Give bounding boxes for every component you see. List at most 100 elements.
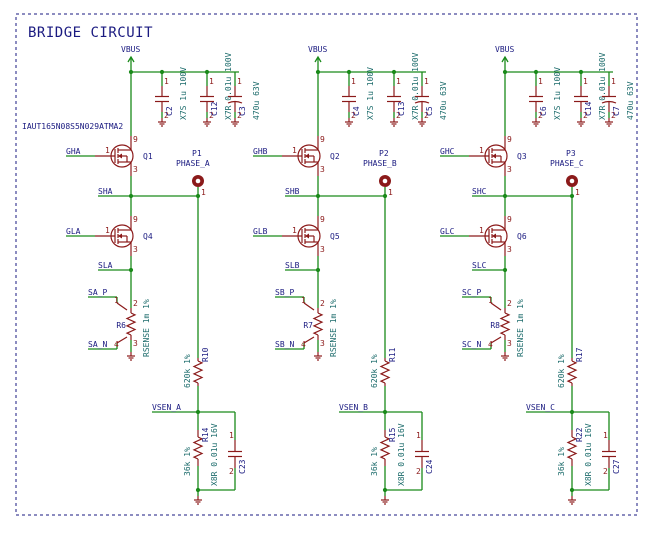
sense-p-lead bbox=[116, 302, 128, 311]
ground-symbol bbox=[532, 118, 540, 127]
ground-symbol bbox=[127, 352, 135, 361]
pin-number: 3 bbox=[320, 165, 325, 174]
cap-value: X7R 0.01u 100V bbox=[598, 52, 607, 120]
shunt-value: RSENSE 1m 1% bbox=[516, 299, 525, 357]
ground-symbol bbox=[577, 118, 585, 127]
cap-value: X7S 1u 100V bbox=[553, 67, 562, 120]
filter-cap-ref: C23 bbox=[238, 459, 247, 474]
pin-number: 3 bbox=[133, 339, 138, 348]
pin-number: 4 bbox=[488, 340, 493, 349]
cap-ref: C2 bbox=[165, 106, 174, 116]
shunt-value: RSENSE 1m 1% bbox=[329, 299, 338, 357]
mosfet-low-ref: Q5 bbox=[330, 232, 340, 241]
mosfet-low bbox=[469, 216, 508, 256]
connector-name: PHASE_B bbox=[363, 159, 397, 168]
pin-number: 1 bbox=[416, 431, 421, 440]
ground-symbol bbox=[203, 118, 211, 127]
mosfet-low-ref: Q6 bbox=[517, 232, 527, 241]
divider-bottom-ref: R22 bbox=[575, 427, 584, 442]
pin-number: 1 bbox=[479, 226, 484, 235]
switch-node-label: SHB bbox=[285, 187, 300, 196]
gate-high-label: GHC bbox=[440, 147, 455, 156]
connector-name: PHASE_C bbox=[550, 159, 584, 168]
pin-number: 3 bbox=[507, 245, 512, 254]
ground-symbol bbox=[345, 118, 353, 127]
mosfet-low bbox=[95, 216, 134, 256]
cap-ref: C6 bbox=[539, 106, 548, 116]
pin-number: 9 bbox=[133, 135, 138, 144]
pin-number: 1 bbox=[114, 296, 119, 305]
transistor-part-number: IAUT165N08S5N029ATMA2 bbox=[22, 122, 123, 131]
capacitor bbox=[414, 86, 430, 112]
divider-top-resistor bbox=[379, 358, 391, 386]
pin-number: 2 bbox=[229, 467, 234, 476]
capacitor bbox=[155, 86, 169, 112]
ground-symbol bbox=[381, 496, 389, 505]
pin-number: 1 bbox=[209, 77, 214, 86]
divider-top-ref: R10 bbox=[201, 347, 210, 362]
gate-high-label: GHB bbox=[253, 147, 268, 156]
ground-symbol bbox=[418, 118, 426, 127]
sheet-title: BRIDGE CIRCUIT bbox=[28, 25, 153, 41]
cap-value: X7R 0.01u 100V bbox=[411, 52, 420, 120]
pin-number: 1 bbox=[488, 296, 493, 305]
cap-value: X7S 1u 100V bbox=[366, 67, 375, 120]
pin-number: 2 bbox=[507, 299, 512, 308]
mosfet-high bbox=[95, 136, 134, 176]
pin-number: 2 bbox=[424, 111, 429, 120]
resistor-zigzag bbox=[566, 360, 578, 384]
sense-n-label: SC_N bbox=[462, 340, 481, 349]
resistor-zigzag bbox=[312, 312, 324, 336]
resistor-zigzag bbox=[566, 436, 578, 460]
pin-number: 2 bbox=[538, 111, 543, 120]
cap-ref: C13 bbox=[397, 101, 406, 116]
pin-number: 1 bbox=[611, 77, 616, 86]
vsen-label: VSEN_B bbox=[339, 403, 368, 412]
shunt-ref: R6 bbox=[116, 321, 126, 330]
pin-number: 1 bbox=[603, 431, 608, 440]
vbus-arrow bbox=[314, 55, 322, 63]
cap-value: X7R 0.01u 100V bbox=[224, 52, 233, 120]
sense-p-label: SA_P bbox=[88, 288, 107, 297]
pin-number: 2 bbox=[237, 111, 242, 120]
capacitor bbox=[342, 86, 356, 112]
vsen-label: VSEN_A bbox=[152, 403, 181, 412]
pin-number: 9 bbox=[507, 215, 512, 224]
filter-cap-value: X8R 0.01u 16V bbox=[584, 423, 593, 486]
capacitor bbox=[200, 86, 214, 112]
phase-connector bbox=[379, 175, 391, 187]
pin-number: 1 bbox=[479, 146, 484, 155]
divider-top-resistor bbox=[192, 358, 204, 386]
cap-ref: C12 bbox=[210, 101, 219, 116]
source-low-label: SLC bbox=[472, 261, 487, 270]
divider-bottom-ref: R14 bbox=[201, 427, 210, 442]
mosfet-high-ref: Q1 bbox=[143, 152, 153, 161]
pin-number: 2 bbox=[603, 467, 608, 476]
divider-top-value: 620k 1% bbox=[183, 354, 192, 388]
sheet-frame bbox=[15, 13, 638, 516]
pin-number: 1 bbox=[424, 77, 429, 86]
pin-number: 2 bbox=[396, 111, 401, 120]
sense-n-lead bbox=[303, 336, 315, 344]
capacitor bbox=[227, 86, 243, 112]
ground-symbol bbox=[158, 118, 166, 127]
connector-hole bbox=[195, 178, 201, 184]
connector-name: PHASE_A bbox=[176, 159, 210, 168]
pin-number: 1 bbox=[105, 146, 110, 155]
divider-bottom-resistor bbox=[192, 430, 204, 466]
pin-number: 2 bbox=[583, 111, 588, 120]
sense-p-lead bbox=[303, 302, 315, 311]
pin-number: 1 bbox=[538, 77, 543, 86]
cap-value: X7S 1u 100V bbox=[179, 67, 188, 120]
source-low-label: SLA bbox=[98, 261, 113, 270]
mosfet-arrow bbox=[118, 233, 122, 239]
cap-value: 470u 63V bbox=[626, 81, 635, 120]
pin-number: 3 bbox=[320, 339, 325, 348]
shunt-value: RSENSE 1m 1% bbox=[142, 299, 151, 357]
mosfet-arrow bbox=[492, 233, 496, 239]
mosfet-high bbox=[282, 136, 321, 176]
divider-bottom-value: 36k 1% bbox=[183, 447, 192, 476]
